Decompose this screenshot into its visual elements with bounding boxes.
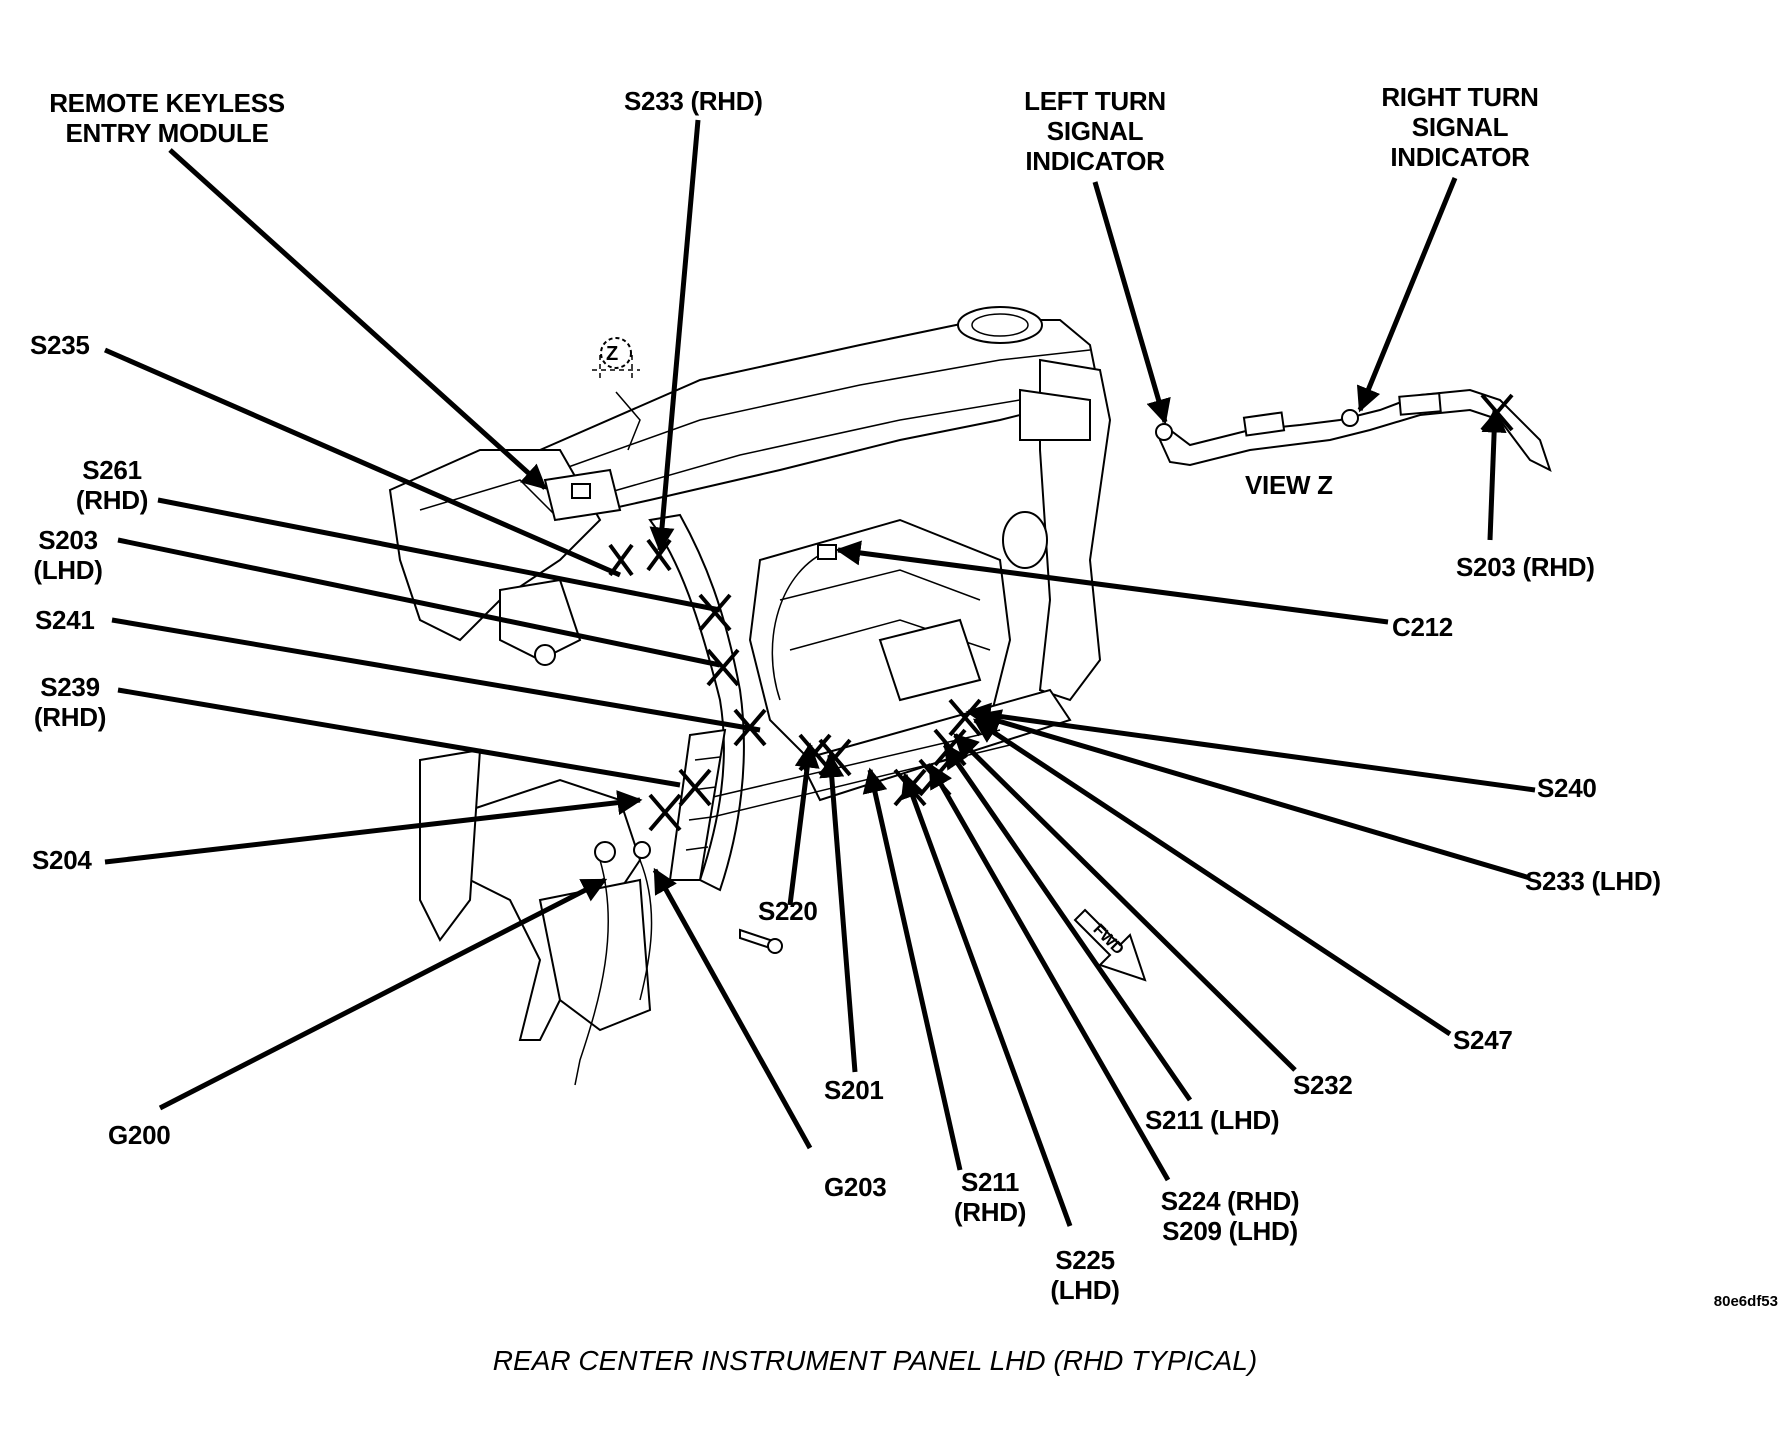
label-remote-keyless-entry-module: REMOTE KEYLESS ENTRY MODULE	[49, 88, 285, 148]
label-s201: S201	[824, 1075, 884, 1105]
label-s203-rhd: S203 (RHD)	[1456, 552, 1595, 582]
label-z-marker: Z	[606, 343, 618, 365]
label-s235: S235	[30, 330, 90, 360]
label-view-z: VIEW Z	[1245, 470, 1333, 500]
fwd-arrow	[1073, 908, 1147, 982]
label-s224-rhd-s209-lhd: S224 (RHD) S209 (LHD)	[1160, 1186, 1300, 1246]
splice-marks	[608, 393, 1514, 832]
label-s233-rhd: S233 (RHD)	[624, 86, 763, 116]
label-left-turn-signal-indicator: LEFT TURN SIGNAL INDICATOR	[1024, 86, 1166, 176]
label-s211-lhd: S211 (LHD)	[1145, 1105, 1280, 1135]
leader-lines	[103, 119, 1536, 1227]
label-s247: S247	[1453, 1025, 1513, 1055]
label-s240: S240	[1537, 773, 1597, 803]
label-g200: G200	[108, 1120, 171, 1150]
label-s211-rhd: S211 (RHD)	[953, 1167, 1027, 1227]
label-g203: G203	[824, 1172, 887, 1202]
label-s233-lhd: S233 (LHD)	[1525, 866, 1661, 896]
label-s239-rhd: S239 (RHD)	[33, 672, 107, 732]
label-s203-lhd: S203 (LHD)	[33, 525, 103, 585]
label-right-turn-signal-indicator: RIGHT TURN SIGNAL INDICATOR	[1381, 82, 1539, 172]
label-s225-lhd: S225 (LHD)	[1050, 1245, 1120, 1305]
label-s220: S220	[758, 896, 818, 926]
label-s241: S241	[35, 605, 95, 635]
view-z-inset	[1155, 388, 1552, 472]
label-s261-rhd: S261 (RHD)	[75, 455, 149, 515]
label-s232: S232	[1293, 1070, 1353, 1100]
figure-caption: REAR CENTER INSTRUMENT PANEL LHD (RHD TY…	[492, 1345, 1258, 1376]
figure-id: 80e6df53	[1713, 1293, 1778, 1310]
instrument-panel-drawing	[388, 306, 1112, 1086]
label-c212: C212	[1392, 612, 1453, 642]
label-s204: S204	[32, 845, 92, 875]
